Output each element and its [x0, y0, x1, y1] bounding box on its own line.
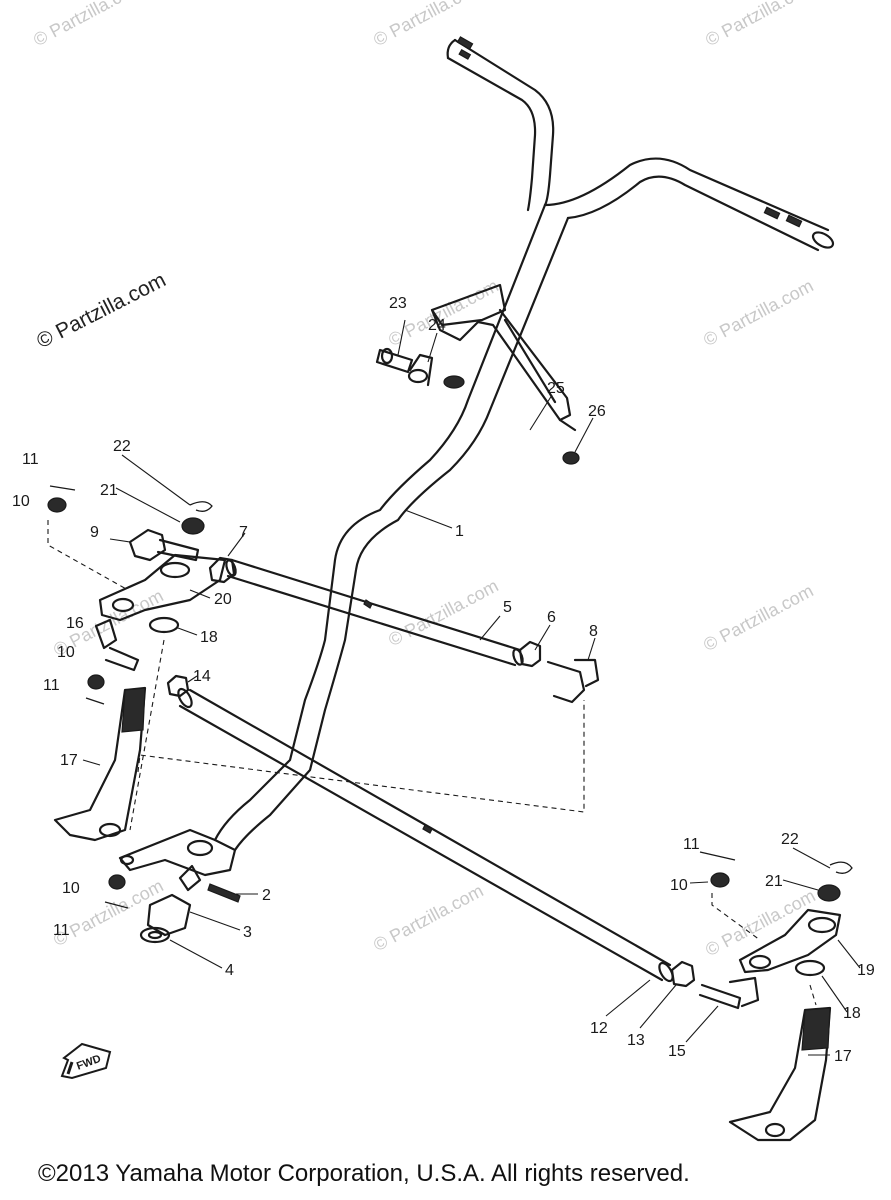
tie-rod-lower: [177, 687, 760, 1010]
callout-6: 6: [547, 609, 556, 626]
leader-lines: [82, 319, 861, 1056]
callout-labels: 1 2 3 4 5 6 7 8 9 10 10 10 10 11 11 11 1…: [12, 295, 875, 1065]
callout-22-right: 22: [781, 831, 799, 848]
handlebar: [118, 36, 835, 877]
callout-4: 4: [225, 962, 234, 979]
callout-16: 16: [66, 615, 84, 632]
callout-10-top: 10: [12, 493, 30, 510]
callout-26: 26: [588, 403, 606, 420]
callout-2: 2: [262, 887, 271, 904]
callout-13: 13: [627, 1032, 645, 1049]
callout-17-left: 17: [60, 752, 78, 769]
callout-23: 23: [389, 295, 407, 312]
copyright-notice: ©2013 Yamaha Motor Corporation, U.S.A. A…: [38, 1160, 690, 1187]
callout-21-right: 21: [765, 873, 783, 890]
callout-5: 5: [503, 599, 512, 616]
callout-21-left: 21: [100, 482, 118, 499]
callout-7: 7: [239, 524, 248, 541]
right-grip-knurl: [763, 206, 803, 228]
callout-11-lower: 11: [53, 922, 70, 939]
callout-18-right: 18: [843, 1005, 861, 1022]
callout-17-right: 17: [834, 1048, 852, 1065]
callout-10-lower: 10: [62, 880, 80, 897]
callout-1: 1: [455, 523, 464, 540]
callout-11-top: 11: [22, 451, 39, 468]
callout-11-right: 11: [683, 836, 700, 853]
callout-22-left: 22: [113, 438, 131, 455]
callout-9: 9: [90, 524, 99, 541]
callout-24: 24: [428, 317, 446, 334]
callout-19: 19: [857, 962, 875, 979]
assembly-lines: [47, 520, 817, 1006]
callout-14: 14: [193, 668, 211, 685]
callout-18-left: 18: [200, 629, 218, 646]
callout-11-mid: 11: [43, 677, 60, 694]
column-lower-parts: [104, 864, 241, 944]
column-clamp: [375, 283, 580, 465]
tie-rod-upper: [225, 558, 600, 704]
fwd-arrow-icon: FWD: [60, 1042, 112, 1080]
right-steering-arm: [699, 851, 853, 1142]
callout-12: 12: [590, 1020, 608, 1037]
left-grip-knurl: [456, 36, 474, 60]
callout-25: 25: [547, 380, 565, 397]
callout-20: 20: [214, 591, 232, 608]
callout-3: 3: [243, 924, 252, 941]
left-steering-arm: [47, 485, 236, 842]
callout-8: 8: [589, 623, 598, 640]
callout-15: 15: [668, 1043, 686, 1060]
callout-10-mid: 10: [57, 644, 75, 661]
callout-10-right: 10: [670, 877, 688, 894]
